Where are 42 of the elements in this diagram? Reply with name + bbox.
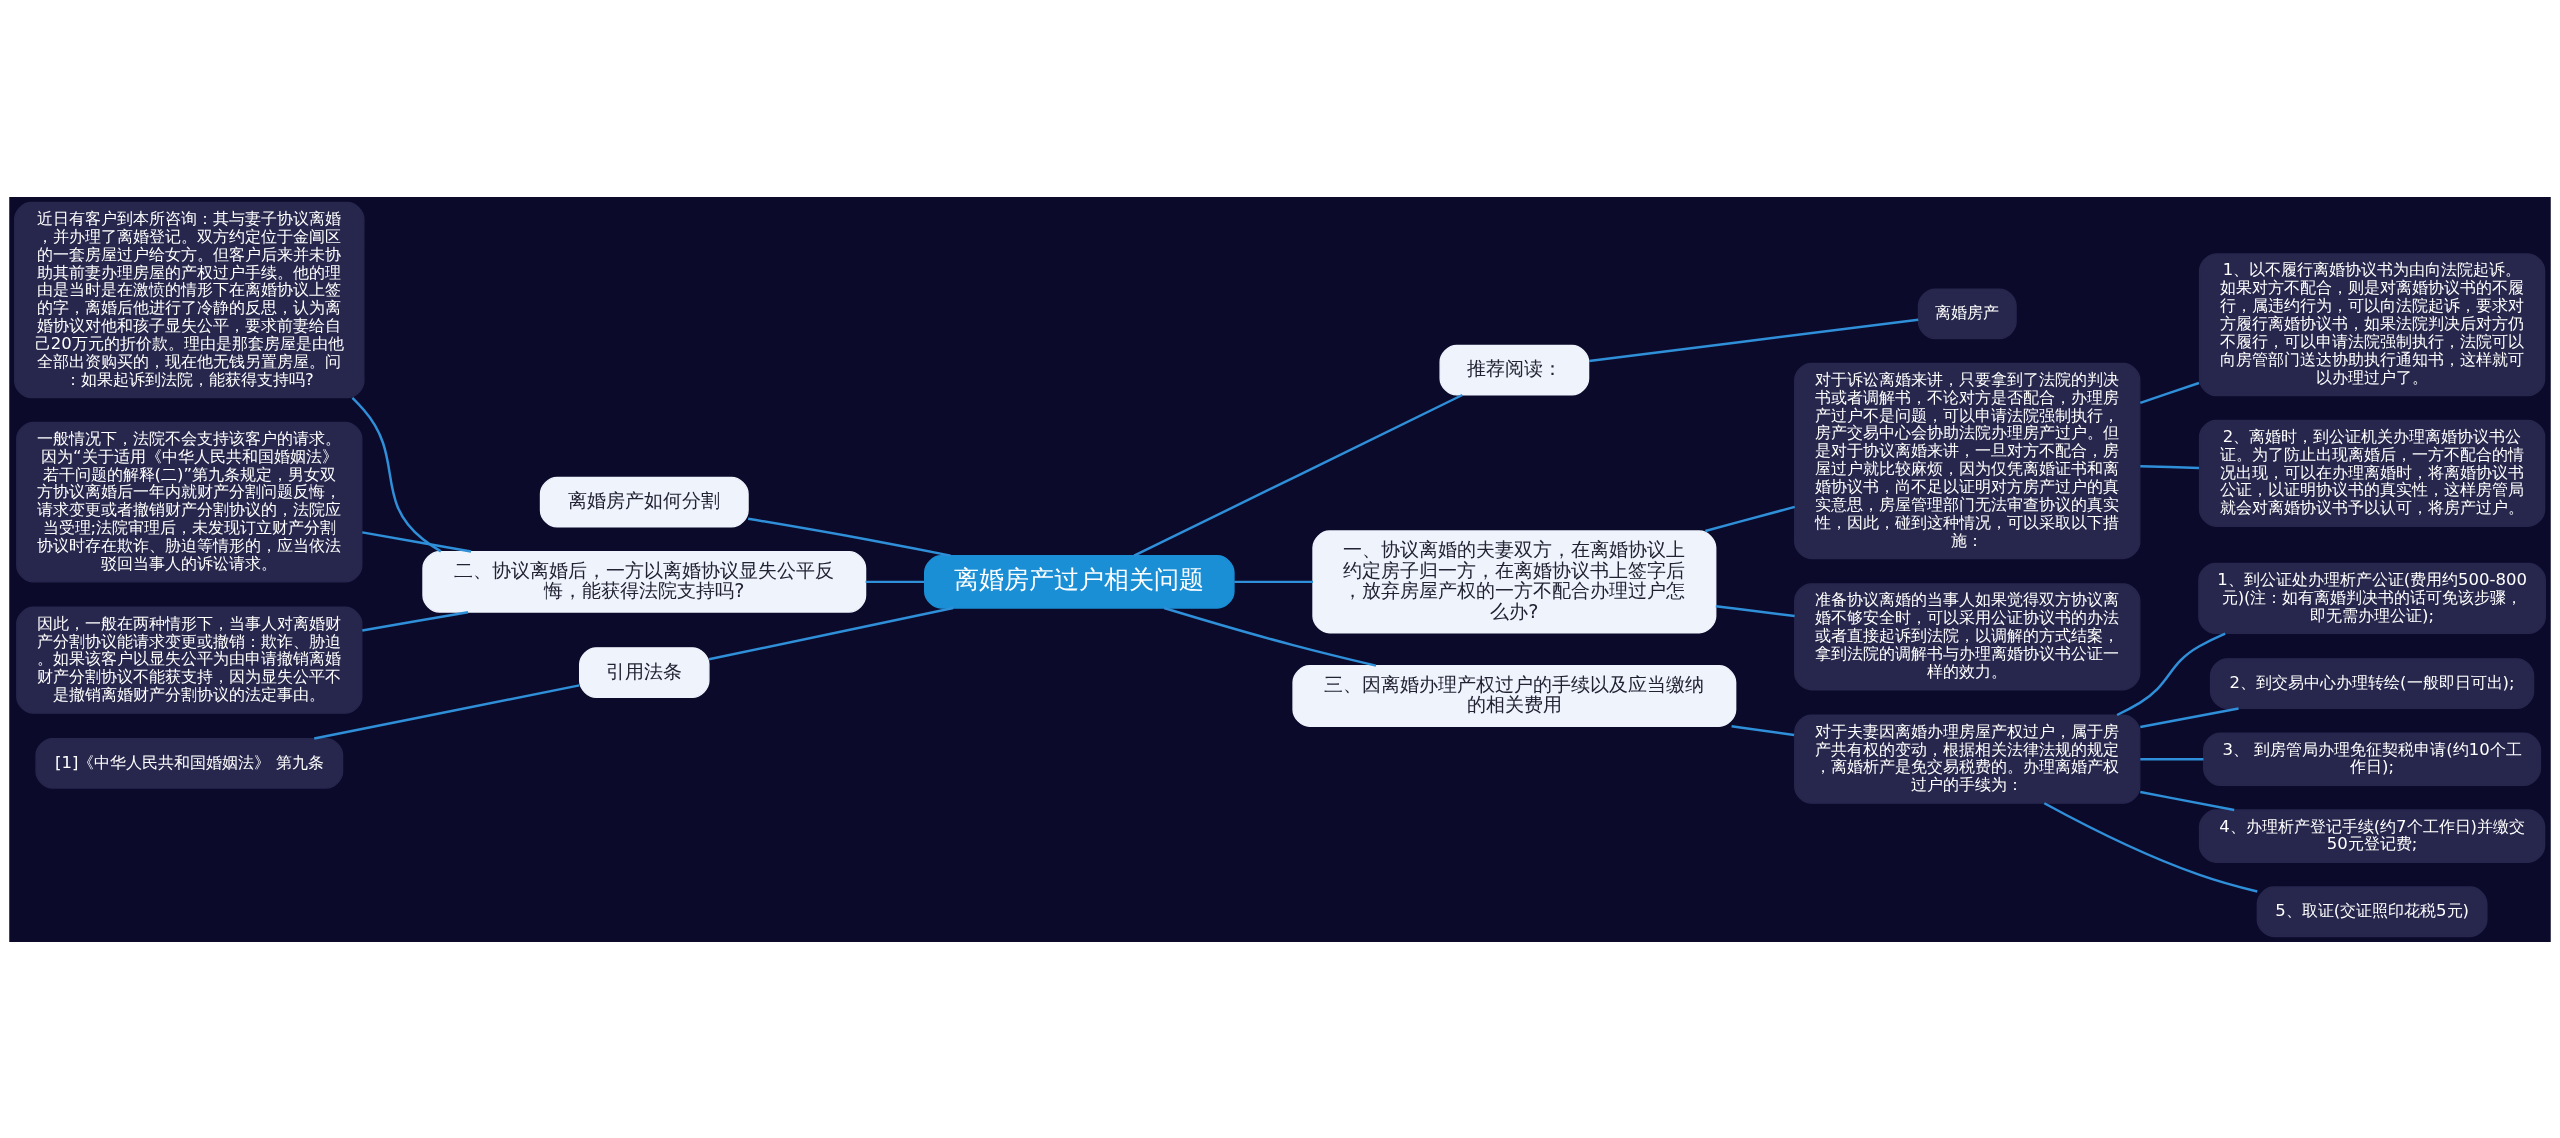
node-box: 引用法条 xyxy=(579,646,710,698)
node-box: 1、到公证处办理析产公证(费用约500-800元)(注：如有离婚判决书的话可免该步骤，即无需办理公证); xyxy=(2198,562,2546,634)
connector xyxy=(362,610,469,632)
connector xyxy=(314,683,580,740)
node-box: 二、协议离婚后，一方以离婚协议显失公平反悔，能获得法院支持吗? xyxy=(422,550,867,613)
node-box: 推荐阅读： xyxy=(1439,344,1590,396)
node-box: 4、办理析产登记手续(约7个工作日)并缴交50元登记费; xyxy=(2198,808,2546,863)
node-box: 2、到交易中心办理转绘(一般即日可出); xyxy=(2209,657,2535,709)
connector xyxy=(2140,757,2204,760)
connector xyxy=(1588,318,1919,362)
node-box: 3、 到房管局办理免征契税申请(约10个工作日); xyxy=(2203,731,2542,786)
connector xyxy=(2140,790,2235,811)
node-box: [1]《中华人民共和国婚姻法》 第九条 xyxy=(35,737,344,789)
connector xyxy=(1705,505,1796,532)
connector xyxy=(1715,604,1795,617)
connector xyxy=(747,517,951,557)
connector xyxy=(2140,464,2199,469)
connector xyxy=(2043,801,2258,893)
node-box: 5、取证(交证照印花税5元) xyxy=(2256,885,2488,937)
connector xyxy=(2140,706,2239,728)
connector xyxy=(1731,724,1795,736)
connector xyxy=(362,530,472,553)
connector xyxy=(1234,580,1313,583)
node-box: 一般情况下，法院不会支持该客户的请求。因为“关于适用《中华人民共和国婚姻法》若干问题的解释(二)”第九条规定，男女双方协议离婚后一年内就财产分割问题反悔，请求变更或者撤销财产分割协议的，法院应当受理;法院审理后，未发现订立财产分割协议时存在欺诈、胁迫等情形的，应当依法驳回当事人的诉讼请求。 xyxy=(16,421,363,583)
connector xyxy=(2139,381,2200,404)
node-box: 2、离婚时，到公证机关办理离婚协议书公证。为了防止出现离婚后，一方不配合的情况出现，可以在办理离婚时，将离婚协议书公证，以证明协议书的真实性，这样房管局就会对离婚协议书予以认可，将房产过户。 xyxy=(2198,419,2546,527)
connector xyxy=(2116,631,2226,716)
node-box: 1、以不履行离婚协议书为由向法院起诉。如果对方不配合，则是对离婚协议书的不履行，属违约行为，可以向法院起诉，要求对方履行离婚协议书，如果法院判决后对方仍不履行，可以申请法院强制执行，法院可以向房管部门送达协助执行通知书，这样就可以办理过户了。 xyxy=(2198,252,2546,396)
connector xyxy=(351,396,442,552)
node-box: 三、因离婚办理产权过户的手续以及应当缴纳的相关费用 xyxy=(1292,664,1737,727)
node-box: 因此，一般在两种情形下，当事人对离婚财产分割协议能请求变更或撤销：欺诈、胁迫。如果该客户以显失公平为由申请撤销离婚财产分割协议不能获支持，因为显失公平不是撤销离婚财产分割协议的法定事由。 xyxy=(16,606,363,714)
connector xyxy=(865,580,925,583)
node-box: 准备协议离婚的当事人如果觉得双方协议离婚不够安全时，可以采用公证协议书的办法或者直接起诉到法院，以调解的方式结案，拿到法院的调解书与办理离婚协议书公证一样的效力。 xyxy=(1794,582,2141,690)
node-box: 一、协议离婚的夫妻双方，在离婚协议上约定房子归一方，在离婚协议书上签字后，放弃房屋产权的一方不配合办理过户怎么办? xyxy=(1312,529,1717,633)
node-box: 离婚房产 xyxy=(1917,287,2017,339)
connector xyxy=(708,606,954,660)
node-box: 近日有客户到本所咨询：其与妻子协议离婚，并办理了离婚登记。双方约定位于金阊区的一套房屋过户给女方。但客户后来并未协助其前妻办理房屋的产权过户手续。他的理由是当时是在激愤的情形下在离婚协议上签的字，离婚后他进行了冷静的反思，认为离婚协议对他和孩子显失公平，要求前妻给自己20万元的折价款。理由是那套房屋是由他全部出资购买的，现在他无钱另置房屋。问：如果起诉到法院，能获得支持吗? xyxy=(14,201,365,398)
node-box: 离婚房产过户相关问题 xyxy=(924,554,1235,609)
node-box: 离婚房产如何分割 xyxy=(539,476,749,528)
node-box: 对于夫妻因离婚办理房屋产权过户，属于房产共有权的变动，根据相关法律法规的规定，离婚析产是免交易税费的。办理离婚产权过户的手续为： xyxy=(1794,714,2141,804)
connector xyxy=(1133,393,1463,557)
node-box: 对于诉讼离婚来讲，只要拿到了法院的判决书或者调解书，不论对方是否配合，办理房产过户不是问题，可以申请法院强制执行，房产交易中心会协助法院办理房产过户。但是对于协议离婚来讲，一旦对方不配合，房屋过户就比较麻烦，因为仅凭离婚证书和离婚协议书，尚不足以证明对方房产过户的真实意思，房屋管理部门无法审查协议的真实性，因此，碰到这种情况，可以采取以下措施： xyxy=(1794,362,2141,559)
